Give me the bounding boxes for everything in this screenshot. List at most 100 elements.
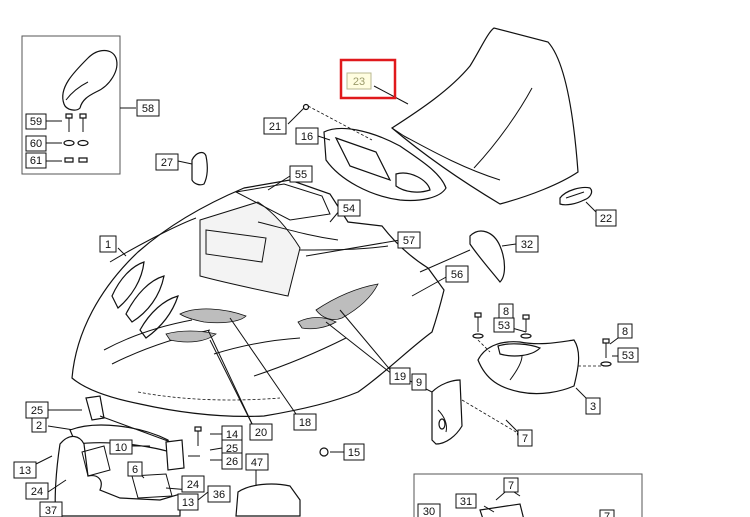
callouts: 23 58 59 60 61 21 16 27 55 54 57 1 32 56… bbox=[13, 58, 639, 517]
callout-30[interactable]: 30 bbox=[417, 503, 441, 517]
callout-18[interactable]: 18 bbox=[293, 413, 317, 431]
callout-56[interactable]: 56 bbox=[445, 265, 469, 283]
callout-22[interactable]: 22 bbox=[595, 209, 617, 227]
highlight-box bbox=[339, 58, 397, 100]
callout-23-label: 23 bbox=[353, 76, 365, 88]
svg-text:19: 19 bbox=[394, 371, 406, 383]
svg-text:20: 20 bbox=[255, 427, 267, 439]
svg-text:13: 13 bbox=[182, 497, 194, 509]
callout-32[interactable]: 32 bbox=[515, 235, 539, 253]
callout-8-a[interactable]: 8 bbox=[498, 303, 514, 319]
svg-text:55: 55 bbox=[295, 169, 307, 181]
callout-6[interactable]: 6 bbox=[127, 461, 143, 477]
callout-54[interactable]: 54 bbox=[337, 199, 361, 217]
svg-text:1: 1 bbox=[105, 239, 111, 251]
callout-10[interactable]: 10 bbox=[109, 439, 133, 455]
callout-14[interactable]: 14 bbox=[221, 425, 243, 443]
mirror-kit-inset bbox=[21, 35, 136, 175]
svg-text:32: 32 bbox=[521, 239, 533, 251]
callout-55[interactable]: 55 bbox=[289, 165, 313, 183]
callout-27[interactable]: 27 bbox=[155, 153, 179, 171]
bracket-9 bbox=[431, 379, 463, 445]
callout-23[interactable]: 23 bbox=[339, 58, 397, 100]
center-vent bbox=[199, 201, 301, 297]
callout-7-c[interactable]: 7 bbox=[599, 509, 615, 517]
callout-3[interactable]: 3 bbox=[585, 397, 601, 415]
svg-text:8: 8 bbox=[622, 326, 628, 338]
svg-text:56: 56 bbox=[451, 269, 463, 281]
callout-16[interactable]: 16 bbox=[295, 127, 319, 145]
washer-60 bbox=[63, 139, 75, 147]
svg-text:3: 3 bbox=[590, 401, 596, 413]
lower-right-inset bbox=[413, 473, 643, 517]
svg-text:7: 7 bbox=[604, 511, 610, 517]
callout-36[interactable]: 36 bbox=[207, 485, 231, 503]
callout-58[interactable]: 58 bbox=[136, 99, 160, 117]
svg-text:25: 25 bbox=[226, 443, 238, 455]
screw-8-pair bbox=[472, 312, 612, 367]
svg-text:15: 15 bbox=[348, 447, 360, 459]
callout-26[interactable]: 26 bbox=[221, 452, 243, 470]
callout-2[interactable]: 2 bbox=[31, 417, 47, 433]
svg-text:60: 60 bbox=[30, 138, 42, 150]
svg-text:24: 24 bbox=[31, 486, 43, 498]
callout-61[interactable]: 61 bbox=[25, 152, 47, 169]
clip-15 bbox=[319, 447, 344, 457]
svg-text:31: 31 bbox=[460, 496, 472, 508]
callout-21[interactable]: 21 bbox=[263, 117, 287, 135]
mirror-inset-frame bbox=[21, 35, 121, 175]
svg-text:36: 36 bbox=[213, 489, 225, 501]
svg-text:59: 59 bbox=[30, 116, 42, 128]
callout-59[interactable]: 59 bbox=[25, 113, 47, 130]
callout-7-b[interactable]: 7 bbox=[503, 477, 519, 493]
nut-61 bbox=[64, 157, 74, 163]
panel-32-part bbox=[469, 230, 506, 283]
callout-7-a[interactable]: 7 bbox=[517, 429, 533, 447]
svg-text:30: 30 bbox=[423, 506, 435, 517]
svg-text:54: 54 bbox=[343, 203, 355, 215]
svg-text:24: 24 bbox=[187, 479, 199, 491]
callout-31[interactable]: 31 bbox=[455, 493, 477, 509]
svg-text:58: 58 bbox=[142, 103, 154, 115]
svg-text:13: 13 bbox=[19, 465, 31, 477]
svg-text:53: 53 bbox=[622, 350, 634, 362]
side-panel-3 bbox=[477, 339, 580, 395]
callout-24-a[interactable]: 24 bbox=[25, 482, 49, 500]
callout-15[interactable]: 15 bbox=[343, 443, 365, 461]
hood-part bbox=[71, 179, 445, 417]
callout-60[interactable]: 60 bbox=[25, 135, 47, 152]
callout-37[interactable]: 37 bbox=[39, 501, 63, 517]
panel-16-part bbox=[323, 127, 447, 202]
callout-13-b[interactable]: 13 bbox=[177, 493, 199, 511]
svg-text:57: 57 bbox=[403, 235, 415, 247]
callout-57[interactable]: 57 bbox=[397, 231, 421, 249]
callout-53-a[interactable]: 53 bbox=[493, 317, 515, 333]
svg-text:7: 7 bbox=[508, 480, 514, 492]
svg-text:7: 7 bbox=[522, 433, 528, 445]
screw-21 bbox=[287, 103, 373, 141]
svg-text:8: 8 bbox=[503, 306, 509, 318]
svg-text:10: 10 bbox=[115, 442, 127, 454]
callout-53-b[interactable]: 53 bbox=[617, 347, 639, 363]
svg-text:16: 16 bbox=[301, 131, 313, 143]
windshield-part bbox=[390, 27, 579, 205]
svg-text:26: 26 bbox=[226, 456, 238, 468]
callout-24-b[interactable]: 24 bbox=[181, 475, 205, 493]
callout-19[interactable]: 19 bbox=[389, 367, 411, 385]
callout-1[interactable]: 1 bbox=[99, 235, 117, 253]
svg-text:47: 47 bbox=[251, 457, 263, 469]
svg-text:21: 21 bbox=[269, 121, 281, 133]
callout-20[interactable]: 20 bbox=[249, 423, 273, 441]
callout-13-a[interactable]: 13 bbox=[13, 461, 37, 479]
svg-text:6: 6 bbox=[132, 464, 138, 476]
svg-text:14: 14 bbox=[226, 429, 238, 441]
mirror-part bbox=[62, 49, 118, 111]
callout-25-b[interactable]: 25 bbox=[221, 439, 243, 457]
svg-text:37: 37 bbox=[45, 505, 57, 517]
callout-8-b[interactable]: 8 bbox=[617, 323, 633, 339]
callout-25-a[interactable]: 25 bbox=[25, 401, 49, 419]
callout-47[interactable]: 47 bbox=[245, 453, 269, 471]
svg-text:61: 61 bbox=[30, 155, 42, 167]
callout-9[interactable]: 9 bbox=[411, 373, 427, 391]
